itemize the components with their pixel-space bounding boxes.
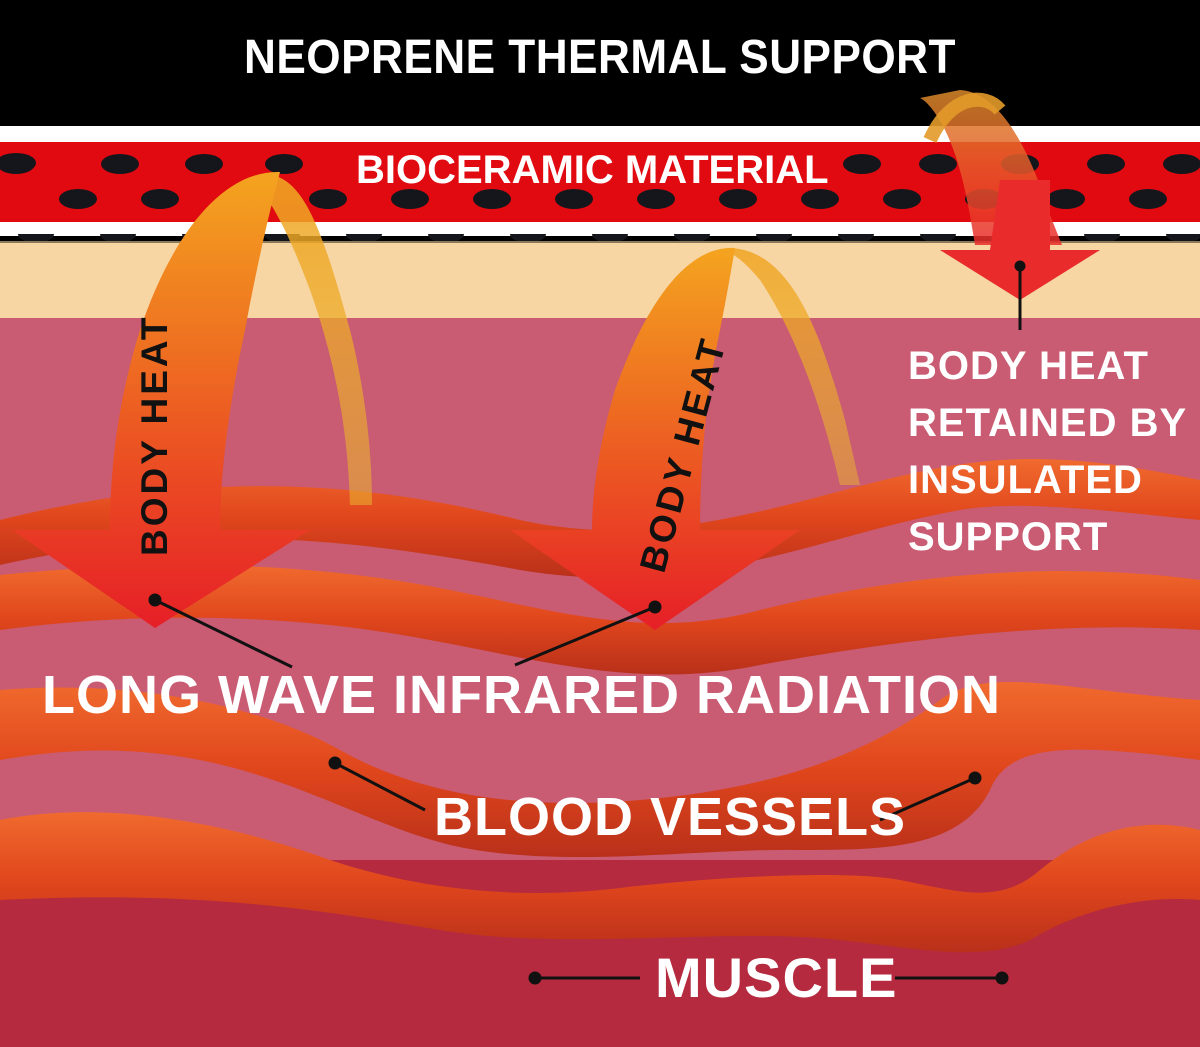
leader-lines [148, 260, 1026, 985]
blood-vessels-label: BLOOD VESSELS [434, 787, 907, 847]
body-heat-arrow-2 [510, 247, 860, 631]
body-heat-label-1: BODY HEAT [134, 314, 175, 556]
body-heat-arrow-1 [12, 171, 372, 628]
body-heat-retained-arrow [920, 90, 1100, 300]
body-heat-retained-label: BODY HEAT RETAINED BY INSULATED SUPPORT [908, 344, 1188, 559]
long-wave-infrared-label: LONG WAVE INFRARED RADIATION [42, 665, 1001, 725]
neoprene-thermal-support-title: NEOPRENE THERMAL SUPPORT [244, 31, 956, 84]
blood-vessels [0, 459, 1200, 953]
muscle-label: MUSCLE [655, 946, 898, 1009]
bioceramic-material-label: BIOCERAMIC MATERIAL [356, 148, 829, 192]
